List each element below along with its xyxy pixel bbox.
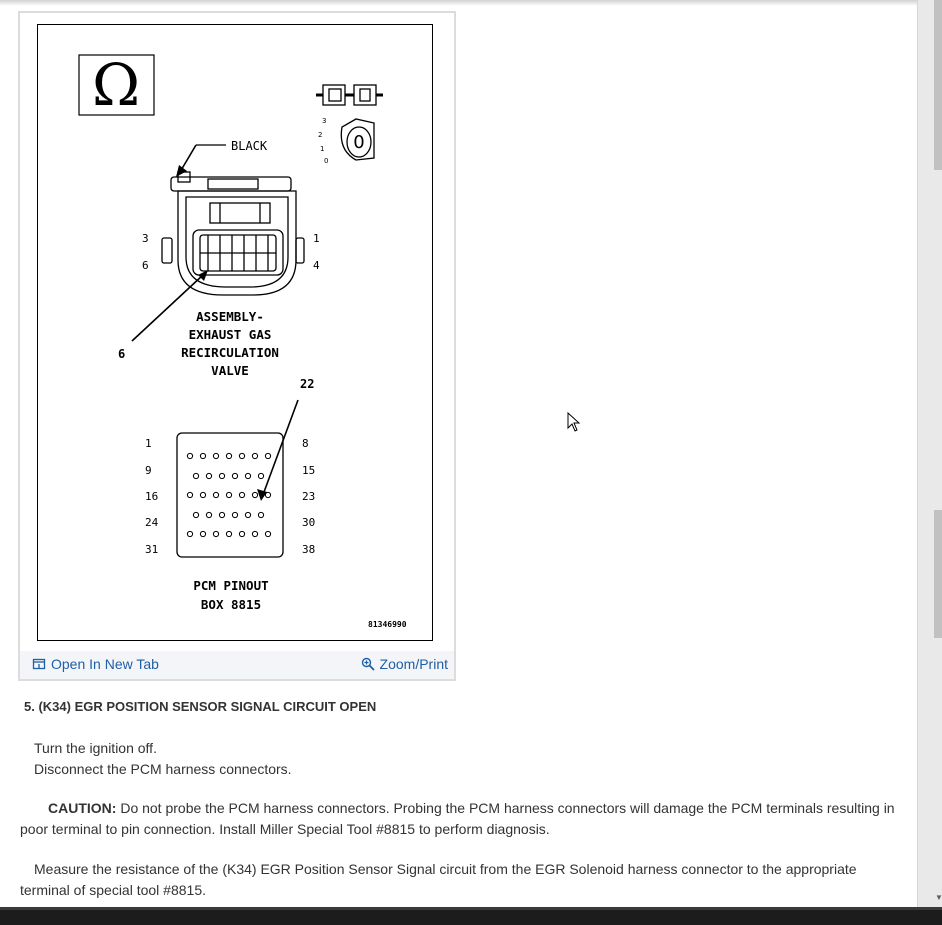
instruction-line-1: Turn the ignition off. bbox=[34, 740, 157, 756]
ohmmeter-symbol: Ω bbox=[78, 51, 155, 119]
zoom-print-link[interactable]: Zoom/Print bbox=[361, 656, 448, 672]
svg-text:1: 1 bbox=[313, 232, 320, 245]
svg-text:EXHAUST GAS: EXHAUST GAS bbox=[189, 327, 272, 342]
open-in-new-tab-label: Open In New Tab bbox=[51, 656, 159, 672]
pcm-pinout-box bbox=[176, 432, 284, 558]
step-instructions: Turn the ignition off. Disconnect the PC… bbox=[20, 738, 900, 780]
pcm-left-pin-labels: 1 9 16 24 31 bbox=[145, 437, 159, 556]
svg-text:8: 8 bbox=[302, 437, 309, 450]
svg-text:PCM PINOUT: PCM PINOUT bbox=[193, 578, 268, 593]
svg-text:3: 3 bbox=[322, 117, 326, 125]
svg-text:31: 31 bbox=[145, 543, 158, 556]
black-label: BLACK bbox=[231, 139, 268, 153]
svg-text:30: 30 bbox=[302, 516, 315, 529]
instruction-line-2: Disconnect the PCM harness connectors. bbox=[34, 761, 292, 777]
svg-text:4: 4 bbox=[313, 259, 320, 272]
step-title: 5. (K34) EGR POSITION SENSOR SIGNAL CIRC… bbox=[24, 699, 377, 714]
svg-text:VALVE: VALVE bbox=[211, 363, 249, 378]
svg-text:3: 3 bbox=[142, 232, 149, 245]
outer-scroll-thumb[interactable] bbox=[934, 0, 942, 170]
header-shadow bbox=[0, 0, 917, 6]
pcm-right-pin-labels: 8 15 23 30 38 bbox=[302, 437, 315, 556]
caution-label: CAUTION: bbox=[48, 800, 117, 816]
open-in-new-tab-link[interactable]: Open In New Tab bbox=[32, 656, 159, 672]
scroll-down-arrow-icon[interactable]: ▼ bbox=[935, 893, 942, 902]
svg-text:0: 0 bbox=[324, 157, 328, 165]
svg-text:15: 15 bbox=[302, 464, 315, 477]
svg-text:0: 0 bbox=[353, 132, 364, 153]
egr-pcm-diagram: Ω 0 3 2 1 0 bbox=[78, 51, 407, 629]
figure-id: 81346990 bbox=[368, 620, 407, 629]
svg-text:1: 1 bbox=[145, 437, 152, 450]
connector-disconnect-icon bbox=[316, 84, 383, 106]
svg-text:38: 38 bbox=[302, 543, 315, 556]
wiring-diagram: Ω 0 3 2 1 0 bbox=[37, 24, 433, 641]
caution-paragraph: CAUTION: Do not probe the PCM harness co… bbox=[20, 798, 900, 840]
egr-connector bbox=[161, 171, 305, 296]
caution-text: Do not probe the PCM harness connectors.… bbox=[20, 800, 895, 837]
measure-paragraph: Measure the resistance of the (K34) EGR … bbox=[20, 859, 900, 901]
egr-pin-pointer-label: 6 bbox=[118, 347, 125, 361]
svg-text:2: 2 bbox=[318, 131, 322, 139]
svg-text:16: 16 bbox=[145, 490, 158, 503]
ohm-symbol: Ω bbox=[92, 51, 140, 119]
ignition-switch-icon: 0 3 2 1 0 bbox=[318, 117, 375, 165]
svg-text:9: 9 bbox=[145, 464, 152, 477]
svg-text:6: 6 bbox=[142, 259, 149, 272]
scroll-thumb[interactable] bbox=[934, 510, 942, 638]
svg-text:24: 24 bbox=[145, 516, 159, 529]
svg-text:23: 23 bbox=[302, 490, 315, 503]
svg-text:1: 1 bbox=[320, 145, 324, 153]
measure-text: Measure the resistance of the (K34) EGR … bbox=[20, 861, 857, 898]
svg-text:ASSEMBLY-: ASSEMBLY- bbox=[196, 309, 264, 324]
pcm-pin-pointer-label: 22 bbox=[300, 377, 314, 391]
figure-toolbar: Open In New Tab Zoom/Print bbox=[20, 651, 454, 679]
document-view: Ω 0 3 2 1 0 bbox=[0, 0, 917, 901]
open-tab-icon bbox=[32, 658, 46, 670]
pcm-caption: PCM PINOUT BOX 8815 bbox=[193, 578, 268, 612]
zoom-icon bbox=[361, 657, 375, 671]
vertical-scrollbar[interactable]: ▼ bbox=[917, 0, 942, 907]
svg-text:RECIRCULATION: RECIRCULATION bbox=[181, 345, 279, 360]
taskbar bbox=[0, 907, 942, 925]
svg-text:BOX 8815: BOX 8815 bbox=[201, 597, 261, 612]
figure-container: Ω 0 3 2 1 0 bbox=[18, 11, 456, 681]
zoom-print-label: Zoom/Print bbox=[379, 656, 448, 672]
mouse-cursor-icon bbox=[567, 412, 581, 432]
egr-caption: ASSEMBLY- EXHAUST GAS RECIRCULATION VALV… bbox=[181, 309, 279, 378]
